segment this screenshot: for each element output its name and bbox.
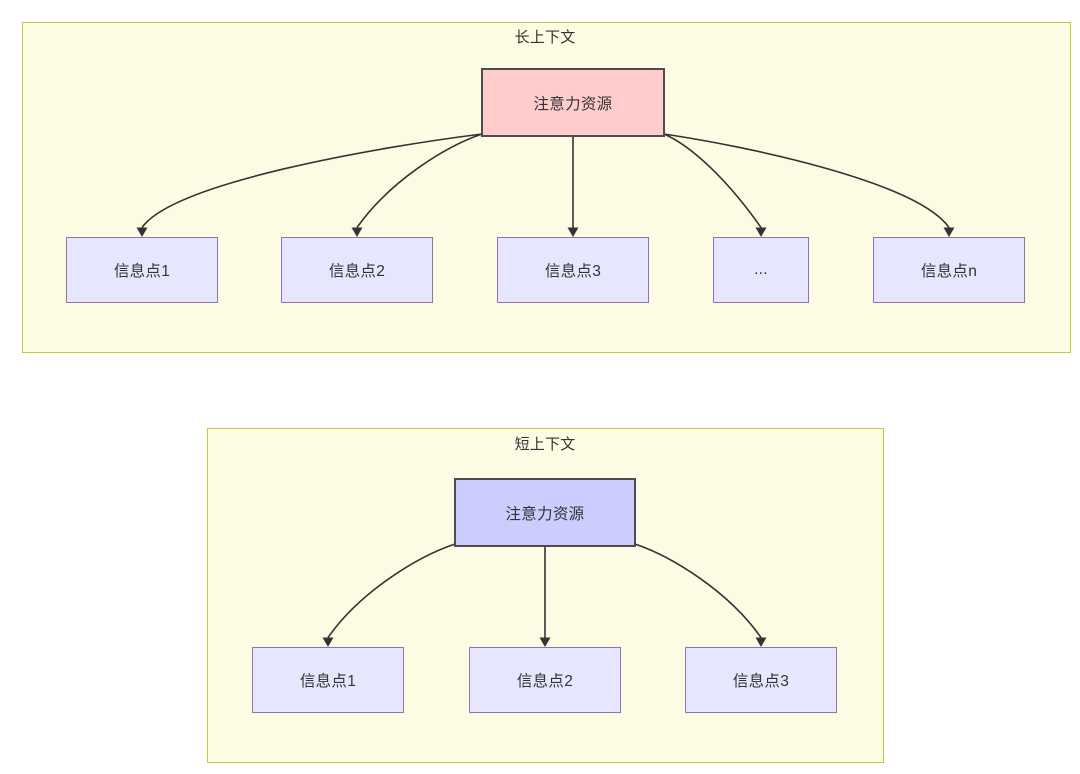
node-info-point-long-context-3[interactable]: 信息点3 [497, 237, 649, 303]
node-attention-resource-short-context[interactable]: 注意力资源 [454, 478, 636, 547]
node-info-point-long-context-1[interactable]: 信息点1 [66, 237, 218, 303]
node-info-point-short-context-3[interactable]: 信息点3 [685, 647, 837, 713]
container-title-short-context: 短上下文 [514, 436, 576, 453]
node-info-point-short-context-1[interactable]: 信息点1 [252, 647, 404, 713]
node-info-point-short-context-2[interactable]: 信息点2 [469, 647, 621, 713]
node-info-point-long-context-5[interactable]: 信息点n [873, 237, 1025, 303]
container-title-long-context: 长上下文 [514, 29, 576, 46]
node-info-point-long-context-4[interactable]: ... [713, 237, 809, 303]
node-attention-resource-long-context[interactable]: 注意力资源 [481, 68, 665, 137]
node-info-point-long-context-2[interactable]: 信息点2 [281, 237, 433, 303]
